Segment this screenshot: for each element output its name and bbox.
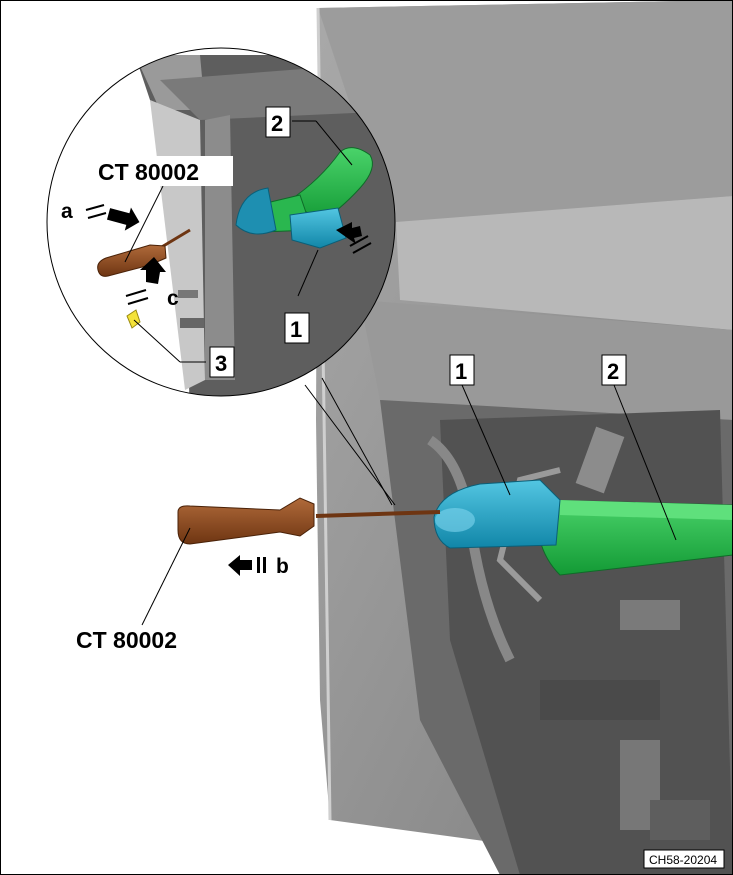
lock-cylinder-cap <box>433 479 561 549</box>
tool-label-main: CT 80002 <box>76 627 177 653</box>
step-label-a: a <box>61 200 73 223</box>
svg-text:CT 80002: CT 80002 <box>98 159 199 185</box>
screwdriver-icon <box>97 228 191 277</box>
tool-label-inset: CT 80002 <box>93 156 233 186</box>
door-panel <box>316 0 733 875</box>
inset-cap <box>235 187 347 249</box>
svg-text:1: 1 <box>290 317 302 342</box>
svg-text:2: 2 <box>607 359 619 384</box>
door-handle <box>539 499 733 576</box>
inset-leader-lines <box>124 120 353 363</box>
callout-inset-cap: 1 <box>284 312 310 344</box>
svg-text:2: 2 <box>271 111 283 136</box>
arrow-icon <box>85 204 140 231</box>
callout-main-cap: 1 <box>449 354 475 386</box>
figure-code: CH58-20204 <box>643 849 725 869</box>
callout-main-handle: 2 <box>601 354 627 386</box>
svg-text:1: 1 <box>455 359 467 384</box>
arrow-icon <box>228 555 266 576</box>
screwdriver-icon <box>177 497 441 545</box>
arrow-icon <box>125 257 166 305</box>
clip-icon <box>126 309 141 329</box>
callout-inset-handle: 2 <box>265 106 291 138</box>
callout-inset-clip: 3 <box>209 346 235 378</box>
leader-lines <box>141 377 677 626</box>
svg-text:3: 3 <box>215 351 227 376</box>
step-label-b: b <box>276 555 289 578</box>
svg-text:CH58-20204: CH58-20204 <box>649 853 717 867</box>
arrow-icon <box>336 222 372 254</box>
step-label-c: c <box>167 287 179 310</box>
